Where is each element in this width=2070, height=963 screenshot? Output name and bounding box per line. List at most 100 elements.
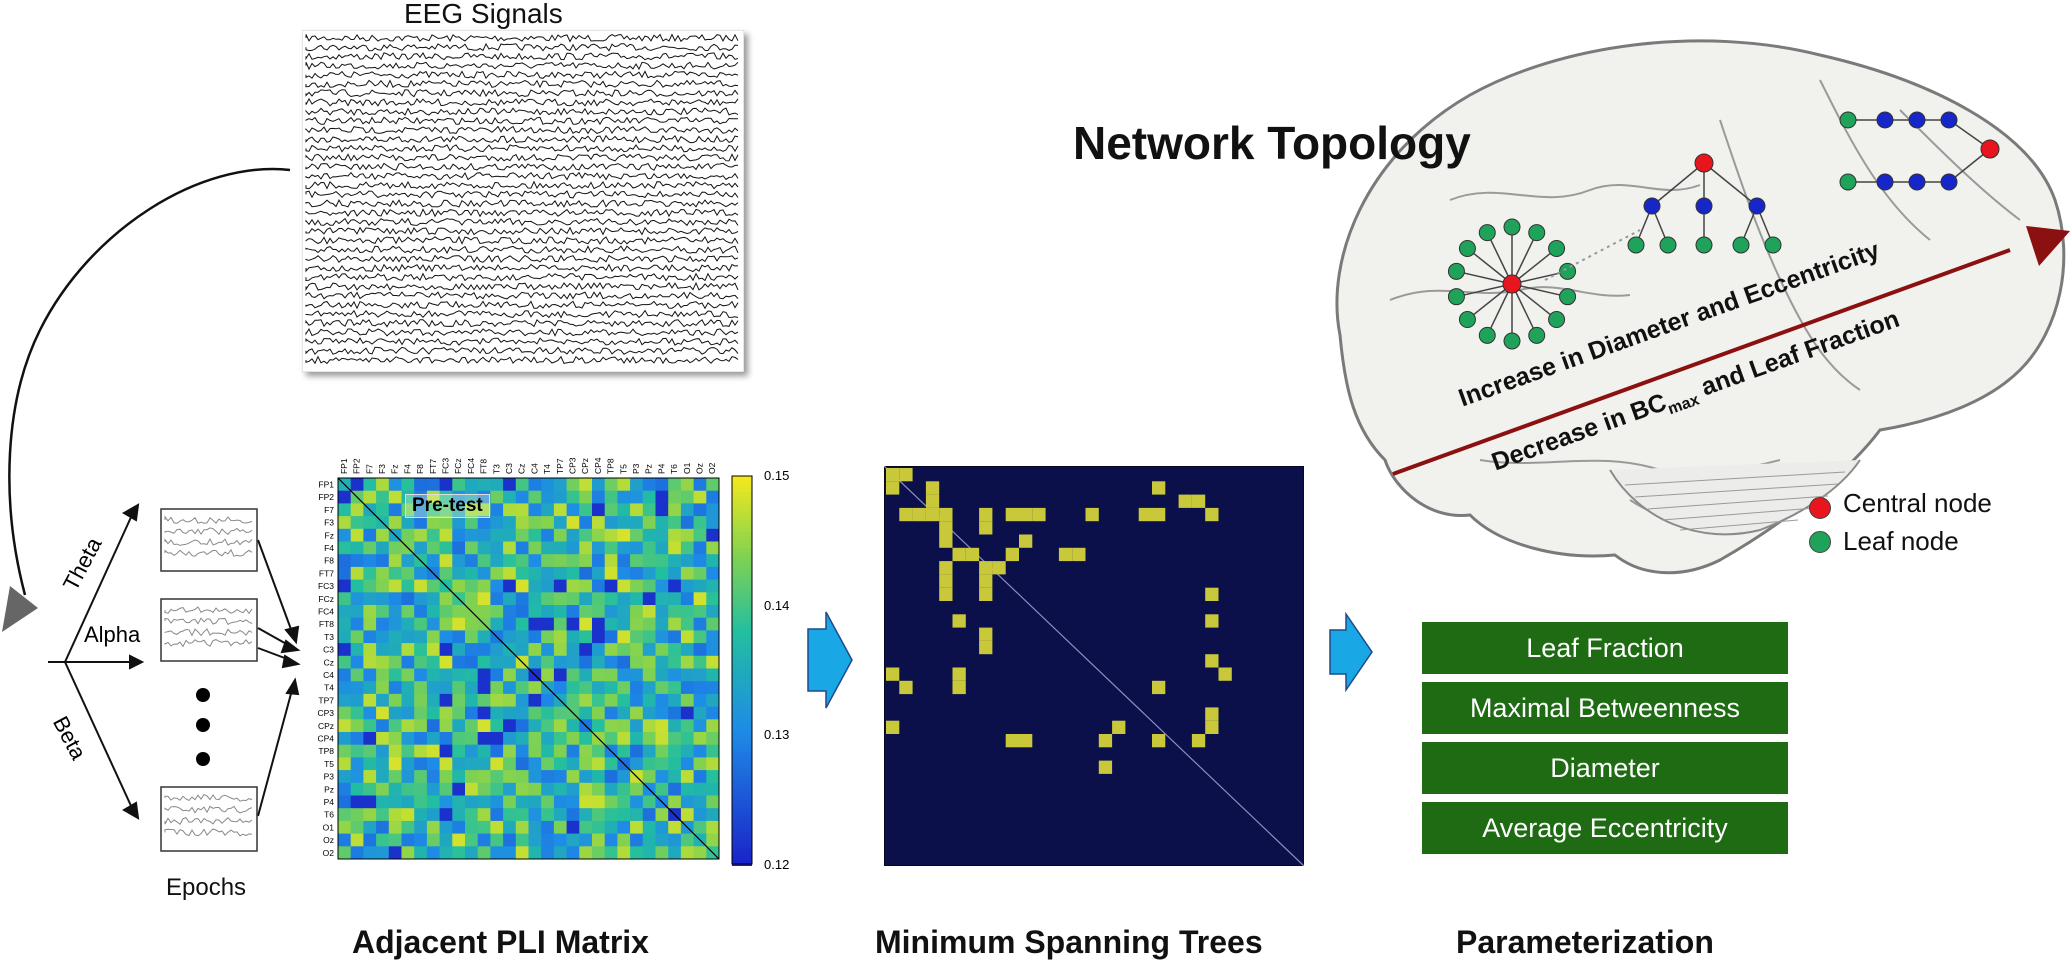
pli-cell — [579, 490, 593, 504]
pli-cell — [363, 478, 377, 492]
leaf-node — [1627, 236, 1645, 254]
pli-cell — [452, 846, 466, 860]
pli-cell — [706, 782, 720, 796]
pli-cell — [655, 757, 669, 771]
col-channel-label: CP4 — [593, 457, 603, 474]
pli-cell — [553, 833, 567, 847]
eeg-trace — [305, 180, 739, 190]
col-channel-label: CP3 — [567, 457, 577, 474]
pli-cell — [515, 630, 529, 644]
mst-edge-cell — [1205, 587, 1219, 601]
pli-cell — [414, 617, 428, 631]
mst-edge-cell — [952, 680, 966, 695]
pli-cell — [566, 681, 580, 695]
inner-node — [1748, 197, 1766, 215]
pli-cell — [680, 770, 694, 784]
pli-cell — [401, 668, 415, 682]
pli-cell — [528, 706, 542, 720]
pli-cell — [566, 490, 580, 504]
pli-cell — [490, 490, 504, 504]
pli-cell — [579, 770, 593, 784]
pli-cell — [376, 833, 390, 847]
pli-cell — [617, 592, 631, 606]
pli-cell — [338, 757, 352, 771]
pli-cell — [426, 503, 440, 517]
mst-edge-cell — [1218, 667, 1232, 681]
pli-cell — [350, 744, 364, 758]
pli-cell — [693, 655, 707, 669]
pli-cell — [439, 668, 453, 682]
row-channel-label: F8 — [324, 556, 334, 566]
pli-cell — [668, 592, 682, 606]
mst-edge-cell — [1152, 507, 1166, 522]
pli-cell — [376, 668, 390, 682]
pli-cell — [553, 528, 567, 542]
pli-cell — [515, 782, 529, 796]
row-channel-label: CP4 — [317, 734, 334, 744]
pli-cell — [630, 744, 644, 758]
pli-cell — [401, 516, 415, 530]
eeg-signals-panel — [302, 30, 744, 372]
pli-cell — [452, 503, 466, 517]
leaf-node-swatch — [1809, 531, 1831, 553]
pli-cell — [630, 820, 644, 834]
pli-cell — [617, 579, 631, 593]
pli-cell — [363, 693, 377, 707]
pli-cell — [604, 541, 618, 555]
pli-cell — [426, 617, 440, 631]
pli-cell — [503, 757, 517, 771]
pli-cell — [604, 478, 618, 492]
pli-cell — [655, 744, 669, 758]
pli-cell — [452, 820, 466, 834]
epoch-thumbnail — [160, 598, 258, 662]
pli-cell — [338, 846, 352, 860]
pli-cell — [477, 605, 491, 619]
ellipsis-dot — [196, 688, 210, 702]
pli-cell — [503, 732, 517, 746]
pli-cell — [642, 757, 656, 771]
mst-edge-cell — [952, 547, 966, 562]
pli-cell — [566, 744, 580, 758]
pli-cell — [414, 808, 428, 822]
pli-cell — [376, 643, 390, 657]
pli-cell — [503, 820, 517, 834]
pli-cell — [388, 643, 402, 657]
pli-cell — [503, 554, 517, 568]
pli-cell — [592, 795, 606, 809]
pli-cell — [338, 554, 352, 568]
col-channel-label: TP7 — [555, 458, 565, 474]
pli-cell — [706, 693, 720, 707]
col-channel-label: FC4 — [466, 458, 476, 474]
pli-cell — [617, 693, 631, 707]
pli-cell — [592, 490, 606, 504]
pli-cell — [668, 605, 682, 619]
pli-cell — [668, 732, 682, 746]
pli-cell — [604, 528, 618, 542]
pli-cell — [338, 655, 352, 669]
pli-cell — [693, 808, 707, 822]
pli-cell — [655, 579, 669, 593]
pli-cell — [630, 605, 644, 619]
pli-cell — [376, 820, 390, 834]
pli-cell — [503, 846, 517, 860]
pli-cell — [604, 592, 618, 606]
pli-cell — [376, 478, 390, 492]
band-label-alpha: Alpha — [84, 622, 141, 647]
pli-cell — [388, 605, 402, 619]
pli-cell — [579, 808, 593, 822]
pli-cell — [566, 833, 580, 847]
leaf-node — [1478, 326, 1496, 344]
pli-cell — [376, 528, 390, 542]
epochs-label: Epochs — [166, 874, 247, 901]
path-network — [1839, 111, 2000, 191]
pli-cell — [477, 757, 491, 771]
epoch-arrows — [257, 539, 301, 817]
pli-cell — [414, 528, 428, 542]
pli-cell — [465, 795, 479, 809]
pli-cell — [426, 706, 440, 720]
pli-cell — [655, 820, 669, 834]
pli-cell — [414, 681, 428, 695]
pli-cell — [350, 833, 364, 847]
pli-cell — [553, 566, 567, 580]
